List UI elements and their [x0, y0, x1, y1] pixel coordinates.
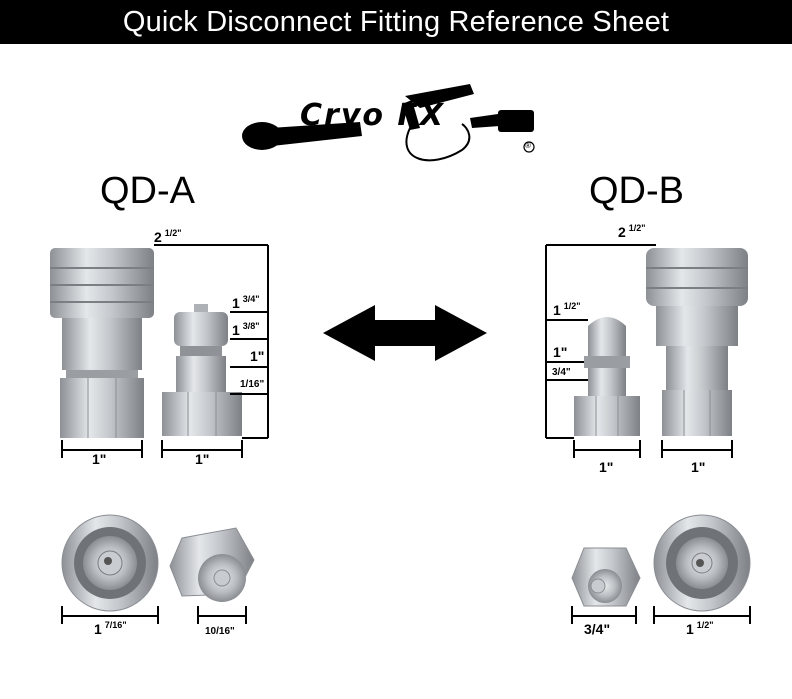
qd-a-coupler-width-label: 1" — [92, 451, 107, 467]
qd-b-coupler-image — [646, 248, 748, 436]
qd-b-title: QD-B — [589, 170, 684, 212]
double-arrow-icon — [323, 305, 487, 361]
logo-text: Cryo FX — [300, 98, 446, 133]
qd-b-nipple-face-label: 3/4" — [584, 621, 611, 637]
qd-a-dimension-lines — [61, 244, 269, 458]
face-dimension-lines — [61, 606, 751, 624]
qd-b-height-3-label: 3/4" — [552, 367, 571, 378]
qd-b-nipple-width-label: 1" — [599, 459, 614, 475]
qd-a-nipple-face-label: 10/16" — [205, 626, 235, 637]
qd-b-dimension-lines — [545, 244, 733, 458]
registered-mark: ® — [525, 141, 531, 150]
qd-b-nipple-face-image — [571, 547, 641, 607]
qd-b-coupler-face-image — [653, 514, 751, 612]
qd-a-coupler-image — [50, 248, 154, 438]
page-title: Quick Disconnect Fitting Reference Sheet — [122, 5, 670, 38]
qd-a-height-4-label: 1/16" — [240, 379, 265, 390]
qd-a-title: QD-A — [100, 170, 195, 212]
title-bar: Quick Disconnect Fitting Reference Sheet — [0, 0, 792, 44]
qd-a-nipple-face-image — [169, 527, 255, 602]
qd-b-coupler-width-label: 1" — [691, 459, 706, 475]
qd-a-nipple-image — [162, 304, 242, 436]
qd-b-height-2-label: 1" — [553, 344, 568, 360]
qd-a-nipple-width-label: 1" — [195, 451, 210, 467]
qd-b-nipple-image — [574, 317, 640, 436]
cryo-fx-logo-icon — [242, 84, 535, 162]
qd-a-coupler-face-image — [61, 514, 159, 612]
qd-a-height-3-label: 1" — [250, 348, 265, 364]
